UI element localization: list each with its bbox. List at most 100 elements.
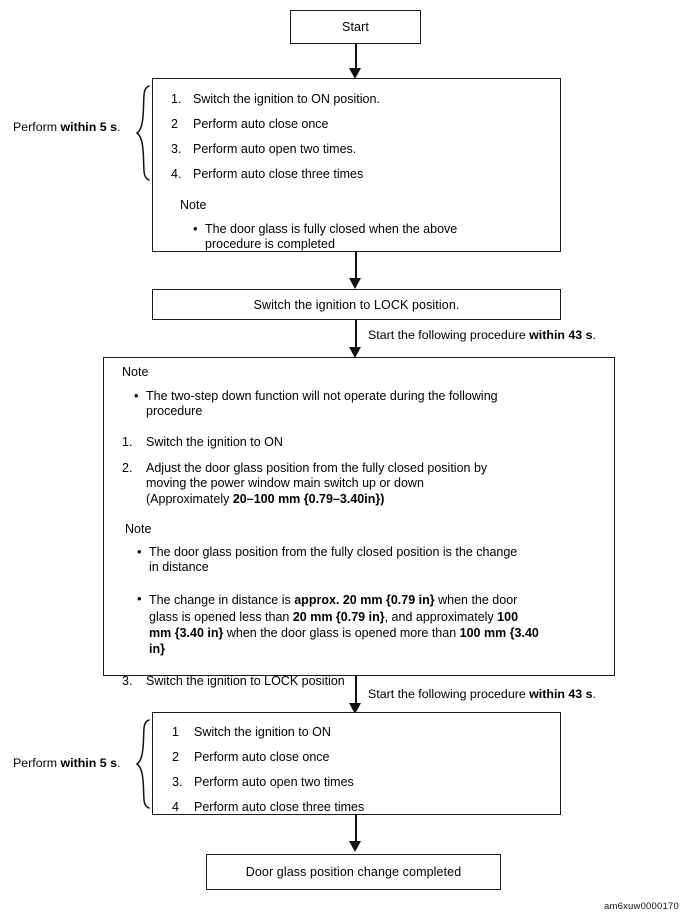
list-item: 4 Perform auto close three times [172, 801, 542, 814]
label-start-following-43s-1-bold: within 43 s [529, 328, 593, 342]
figure-id-code: am6xuw0000170 [604, 901, 679, 912]
note-bullet-value: 20 [292, 609, 307, 624]
label-perform-within-5s-top-bold: within 5 s [60, 120, 117, 134]
arrowhead-start-to-block1 [349, 68, 361, 79]
note-bullet-unit: mm {3.40 [483, 625, 539, 640]
label-perform-within-5s-bottom-pre: Perform [13, 756, 61, 770]
bullet-dot: • [193, 221, 198, 236]
list-item: 4. Perform auto close three times [171, 168, 541, 181]
bullet-dot: • [134, 387, 139, 403]
list-item-number: 1 [172, 725, 179, 739]
connector-block2-to-end [355, 815, 357, 844]
label-start-following-43s-2-bold: within 43 s [529, 687, 593, 701]
list-item-number: 1. [171, 92, 182, 106]
list-item: 1 Switch the ignition to ON [172, 726, 542, 739]
note-bullet-value: approx. 20 [294, 593, 357, 608]
connector-lock-to-adjust [355, 320, 357, 350]
note-bullet-unit2: in} [368, 609, 385, 624]
note-heading: Note [122, 365, 149, 379]
list-item-text: Perform auto close once [193, 117, 329, 131]
node-lock-box: Switch the ignition to LOCK position. [152, 289, 561, 320]
connector-adjust-to-block2 [355, 676, 357, 706]
arrowhead-lock-to-adjust [349, 347, 361, 358]
note-bullet-unit2: in} [207, 625, 224, 640]
note-bullet: • The two-step down function will not op… [134, 387, 506, 419]
list-item: 2. Adjust the door glass position from t… [122, 461, 602, 507]
list-item-text: Switch the ignition to ON [146, 434, 283, 449]
label-perform-within-5s-bottom: Perform within 5 s. [13, 756, 120, 770]
list-item-number: 3. [122, 674, 133, 689]
step-block-1-list: 1. Switch the ignition to ON position. 2… [171, 93, 541, 252]
list-item-text: Switch the ignition to ON position. [193, 92, 380, 106]
node-lock-box-label: Switch the ignition to LOCK position. [253, 297, 460, 312]
node-end-label: Door glass position change completed [245, 865, 462, 879]
label-start-following-43s-2-pre: Start the following procedure [368, 687, 530, 701]
node-end: Door glass position change completed [206, 854, 501, 890]
label-start-following-43s-1: Start the following procedure within 43 … [368, 328, 596, 342]
list-item-line-1: Adjust the door glass position from the … [146, 461, 488, 475]
list-item-line-3-value: 20–100 [232, 491, 275, 506]
brace-bottom [135, 718, 151, 810]
list-item: 2 Perform auto close once [172, 751, 542, 764]
list-item: 1. Switch the ignition to ON position. [171, 93, 541, 106]
list-item-text: Switch the ignition to LOCK position [146, 674, 345, 689]
list-item-text: Perform auto close once [194, 750, 330, 764]
note-bullet-text: The two-step down function will not oper… [146, 388, 498, 418]
note-bullet-part: , and approximately [384, 609, 498, 624]
list-item: 3. Switch the ignition to LOCK position [122, 675, 602, 688]
connector-block1-to-lock [355, 252, 357, 279]
label-start-following-43s-1-pre: Start the following procedure [368, 328, 530, 342]
note-bullet-value: 100 [459, 625, 481, 640]
node-start: Start [290, 10, 421, 44]
label-start-following-43s-2: Start the following procedure within 43 … [368, 687, 596, 701]
note-bullet-unit2: in} [418, 593, 435, 608]
list-item: 2 Perform auto close once [171, 118, 541, 131]
list-item-number: 2 [171, 117, 178, 131]
node-start-label: Start [342, 20, 369, 34]
note-bullet-part: The change in distance is [149, 593, 295, 608]
label-perform-within-5s-top-pre: Perform [13, 120, 61, 134]
list-item-number: 4. [171, 167, 182, 181]
list-item: 1. Switch the ignition to ON [122, 434, 602, 449]
list-item-number: 2 [172, 750, 179, 764]
note-heading: Note [180, 197, 207, 212]
list-item-text: Perform auto open two times [194, 775, 354, 789]
label-perform-within-5s-bottom-post: . [116, 756, 121, 770]
node-step-block-1 [152, 78, 561, 252]
note-bullet-unit: mm {0.79 [360, 593, 416, 608]
list-item-number: 1. [122, 434, 133, 449]
list-item-text: Perform auto close three times [193, 167, 364, 181]
list-item: 3. Perform auto open two times. [171, 143, 541, 156]
note-heading: Note [125, 521, 152, 536]
connector-start-to-block1 [355, 44, 357, 70]
label-perform-within-5s-top: Perform within 5 s. [13, 120, 120, 134]
list-item-line-2: moving the power window main switch up o… [146, 476, 424, 491]
arrowhead-block2-to-end [349, 841, 361, 852]
arrowhead-adjust-to-block2 [349, 703, 361, 714]
note-bullet-unit2: in} [149, 642, 165, 656]
list-item-line-3-prefix: (Approximately [146, 491, 230, 506]
note-bullet-text: The door glass position from the fully c… [149, 545, 518, 575]
note-bullet-part: when the door glass is opened less than [149, 593, 518, 624]
note-bullet-value: 100 [497, 609, 519, 624]
list-item-number: 2. [122, 461, 133, 475]
list-item-number: 4 [172, 800, 179, 814]
brace-top [135, 84, 151, 182]
bullet-dot: • [137, 544, 142, 560]
list-item-number: 3. [172, 775, 183, 789]
list-item-line-3-unit: mm {0.79–3.40 [278, 491, 365, 506]
note-bullet: • The change in distance is approx. 20 m… [137, 591, 539, 657]
list-item: 3. Perform auto open two times [172, 776, 542, 789]
note-bullet-text: The door glass is fully closed when the … [205, 222, 458, 251]
node-adjust-block [103, 357, 615, 676]
note-bullet: • The door glass is fully closed when th… [193, 221, 505, 252]
list-item-text: Switch the ignition to ON [194, 725, 331, 739]
label-start-following-43s-2-post: . [592, 687, 596, 701]
note-bullet-part: when the door glass is opened more than [223, 625, 460, 640]
label-start-following-43s-1-post: . [592, 328, 596, 342]
step-block-2-list: 1 Switch the ignition to ON 2 Perform au… [172, 726, 542, 814]
note-bullet-unit: mm {0.79 [310, 609, 366, 624]
note-bullet: • The door glass position from the fully… [137, 544, 519, 575]
label-perform-within-5s-bottom-bold: within 5 s [60, 756, 117, 770]
